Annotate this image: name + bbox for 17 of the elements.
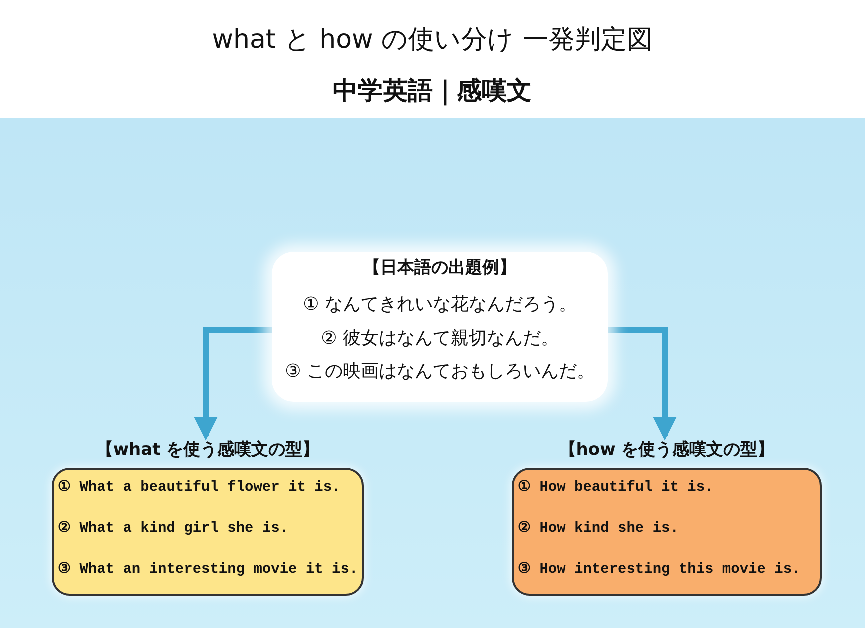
example-sentence: ③ How interesting this movie is. (518, 561, 801, 578)
title: what と how の使い分け 一発判定図 (211, 24, 654, 57)
example-sentence: ③ What an interesting movie it is. (58, 561, 358, 578)
example-sentence: ① What a beautiful flower it is. (58, 479, 341, 496)
box-heading: 【what を使う感嘆文の型】 (95, 439, 321, 461)
example-sentence: ① How beautiful it is. (518, 479, 714, 496)
box-heading: 【how を使う感嘆文の型】 (558, 439, 776, 461)
example-sentence: ③ この映画はなんておもしろいんだ。 (284, 360, 596, 383)
example-sentence: ① なんてきれいな花なんだろう。 (302, 293, 578, 316)
example-sentence: ② How kind she is. (518, 520, 679, 537)
example-sentence: ② What a kind girl she is. (58, 520, 289, 537)
example-sentence: ② 彼女はなんて親切なんだ。 (320, 327, 560, 350)
box-heading: 【日本語の出題例】 (362, 257, 518, 279)
subtitle: 中学英語｜感嘆文 (332, 75, 533, 107)
arrow (194, 327, 272, 441)
arrow (608, 327, 677, 441)
question-box (272, 252, 608, 402)
